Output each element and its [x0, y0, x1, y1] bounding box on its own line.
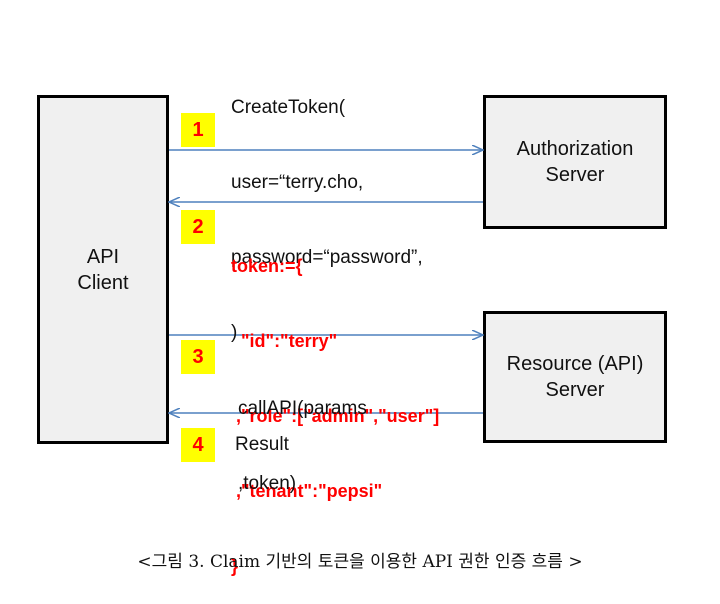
api-client-box: API Client: [37, 95, 169, 444]
step-2-badge: 2: [181, 210, 215, 244]
token-line: "id":"terry": [231, 331, 338, 351]
call-api-message: callAPI(params ,token): [238, 346, 367, 521]
resource-server-label: Resource (API) Server: [506, 353, 644, 401]
token-claims-message: token:={ "id":"terry" ,"role":["admin","…: [231, 204, 439, 604]
result-message: Result: [235, 434, 289, 455]
create-token-line: ): [231, 322, 238, 343]
token-line: ,"role":["admin","user"]: [231, 406, 440, 426]
call-api-line: ,token): [238, 473, 297, 494]
figure-caption: <그림 3. Claim 기반의 토큰을 이용한 API 권한 인증 흐름 >: [137, 552, 583, 572]
token-line: ,"tenant":"pepsi": [231, 481, 383, 501]
authorization-server-box: Authorization Server: [483, 95, 667, 229]
call-api-line: callAPI(params: [238, 398, 367, 419]
create-token-line: CreateToken(: [231, 97, 346, 118]
step-3-badge: 3: [181, 340, 215, 374]
step-1-badge: 1: [181, 113, 215, 147]
create-token-message: CreateToken( user=“terry.cho, password=“…: [231, 45, 423, 370]
step-4-badge: 4: [181, 428, 215, 462]
token-line: token:={: [231, 256, 303, 276]
create-token-line: password=“password”,: [231, 247, 423, 268]
resource-server-box: Resource (API) Server: [483, 311, 667, 443]
authorization-server-label: Authorization Server: [516, 138, 634, 186]
token-line: }: [231, 556, 239, 576]
api-client-label: API Client: [77, 245, 129, 294]
create-token-line: user=“terry.cho,: [231, 172, 364, 193]
